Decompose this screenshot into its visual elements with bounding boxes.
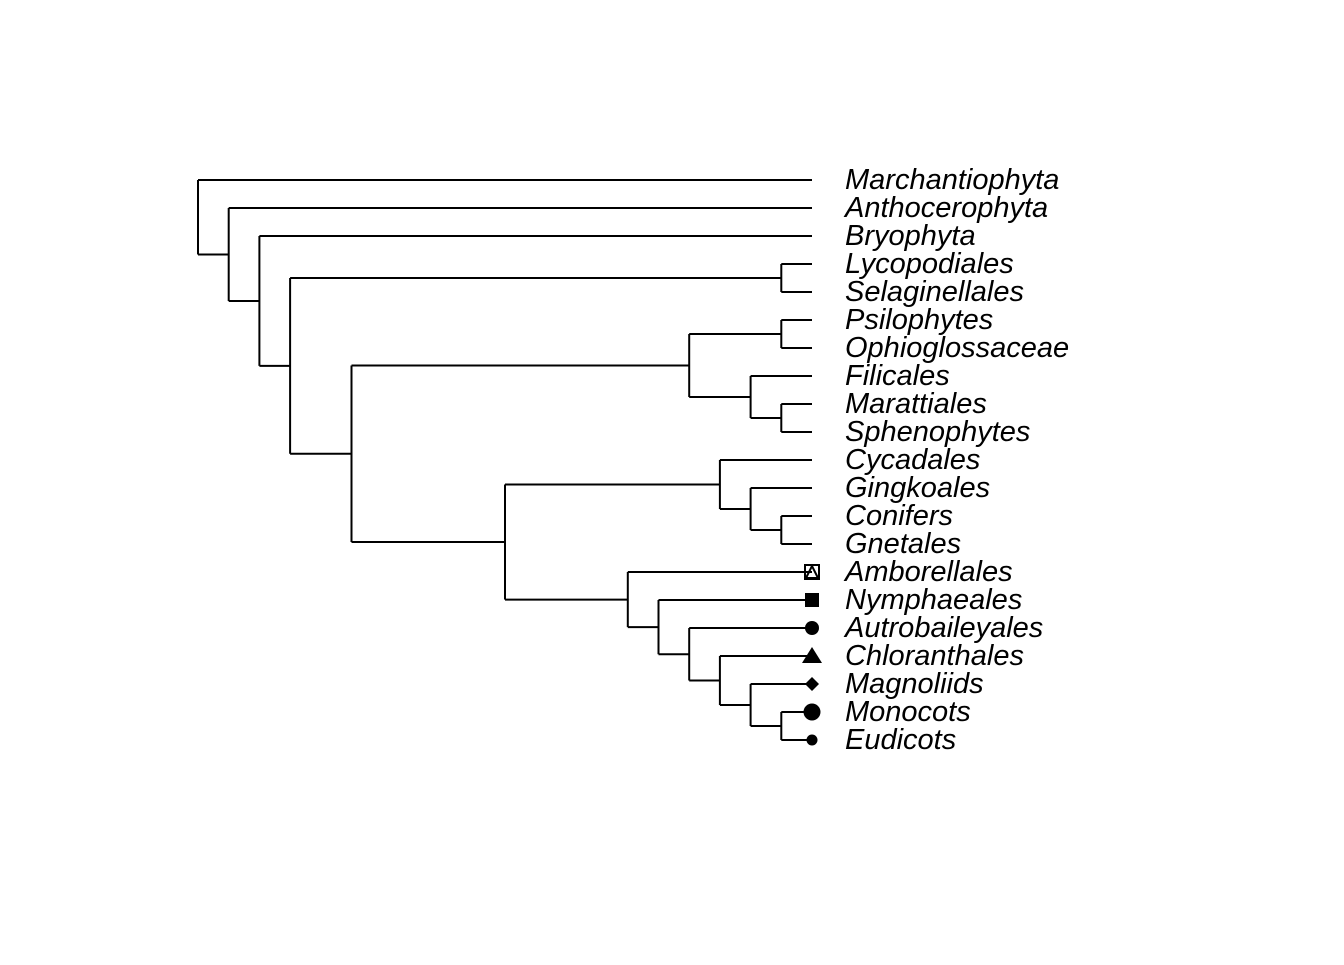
tip-label: Marattiales [845, 388, 987, 420]
tip-label: Eudicots [845, 724, 956, 756]
tip-label: Selaginellales [845, 276, 1024, 308]
tip-label: Chloranthales [845, 640, 1024, 672]
tip-label: Gnetales [845, 528, 961, 560]
tip-label: Marchantiophyta [845, 164, 1059, 196]
tip-label: Conifers [845, 500, 953, 532]
tip-label: Amborellales [843, 556, 1013, 588]
tip-label: Sphenophytes [845, 416, 1030, 448]
tip-label: Lycopodiales [845, 248, 1014, 280]
tip-label: Nymphaeales [845, 584, 1022, 616]
tip-label: Filicales [845, 360, 950, 392]
tip-label: Gingkoales [845, 472, 990, 504]
tip-label: Monocots [845, 696, 971, 728]
tip-label: Autrobaileyales [843, 612, 1043, 644]
tip-label: Magnoliids [845, 668, 984, 700]
tip-label: Ophioglossaceae [845, 332, 1069, 364]
tip-label: Bryophyta [845, 220, 976, 252]
tip-label: Anthocerophyta [843, 192, 1048, 224]
tip-label: Cycadales [845, 444, 980, 476]
tip-label: Psilophytes [845, 304, 993, 336]
